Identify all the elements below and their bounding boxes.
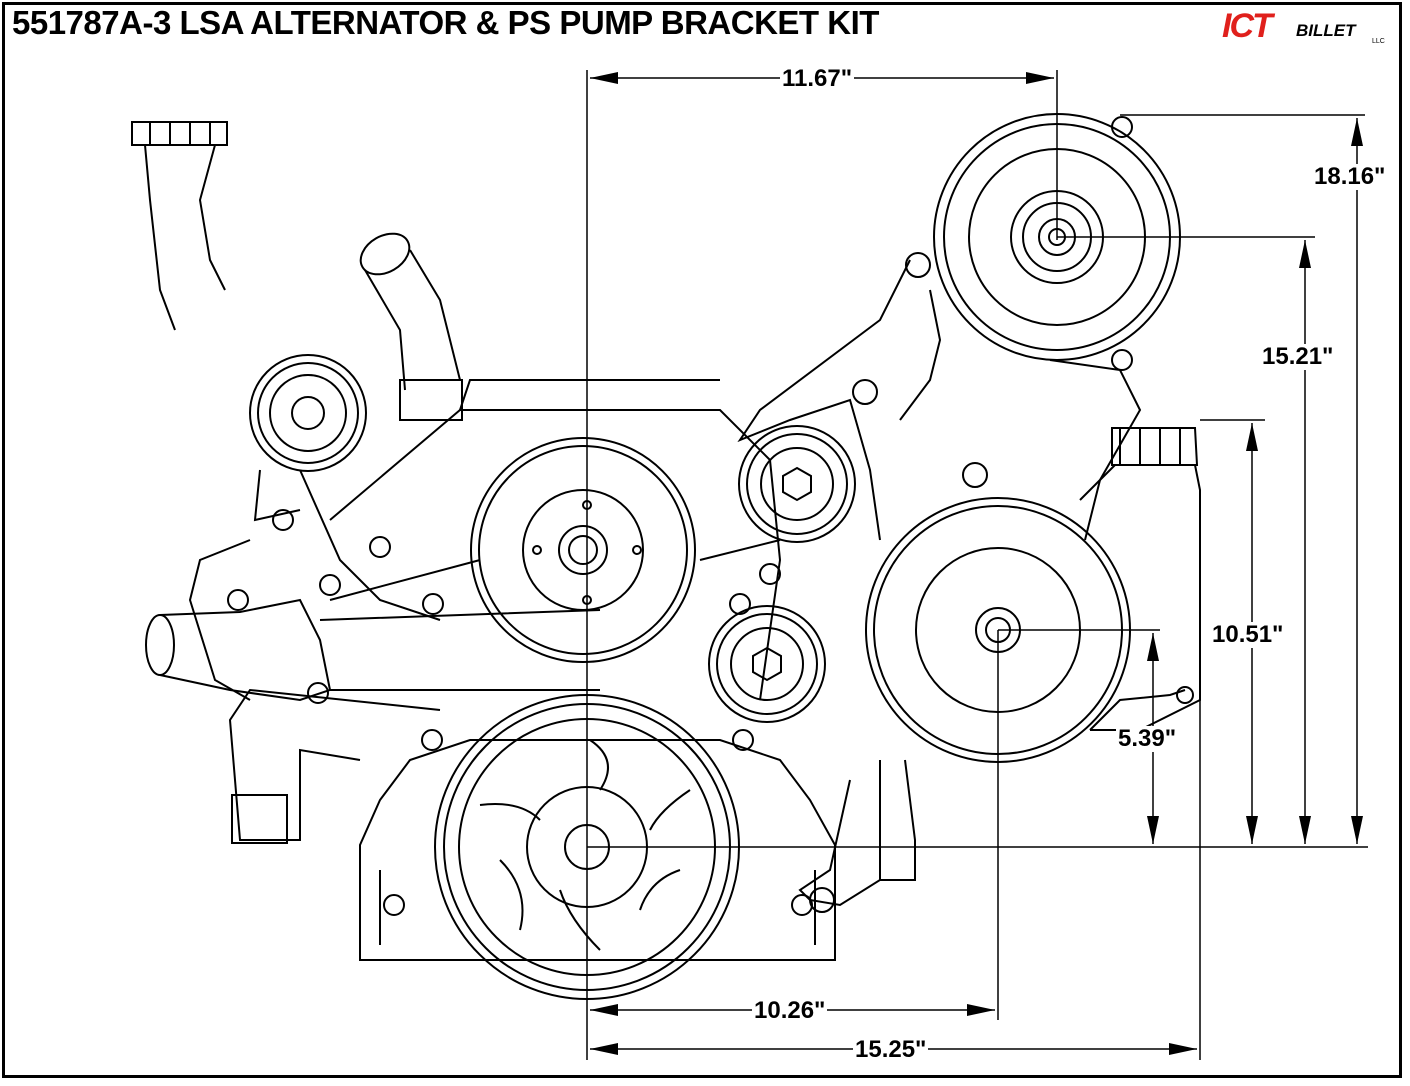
dimension-ps-width: 10.26" bbox=[752, 997, 828, 1024]
ict-billet-logo: ICT BILLET LLC bbox=[1222, 8, 1398, 48]
upper-coolant-pipe bbox=[359, 232, 463, 421]
dimension-alt-center-height: 15.21" bbox=[1260, 343, 1336, 370]
dimension-overall-width: 15.25" bbox=[853, 1036, 929, 1063]
tensioner-pulley bbox=[249, 354, 367, 522]
oil-fill-tube bbox=[131, 121, 228, 331]
block-bolts bbox=[227, 509, 813, 916]
dimension-ps-height: 10.51" bbox=[1210, 621, 1286, 648]
dimension-top-width: 11.67" bbox=[780, 65, 855, 92]
upper-idler-pulley bbox=[738, 425, 856, 543]
logo-suffix: LLC bbox=[1372, 38, 1385, 45]
lower-idler-pulley bbox=[708, 605, 826, 723]
engine-block bbox=[188, 379, 836, 961]
dimension-ps-center-height: 5.39" bbox=[1116, 725, 1179, 752]
coolant-outlet bbox=[145, 598, 601, 702]
logo-sub: BILLET bbox=[1296, 21, 1356, 40]
ps-reservoir bbox=[1084, 427, 1201, 731]
alternator bbox=[905, 113, 1181, 371]
water-pump-pulley bbox=[470, 437, 696, 663]
dimension-lines bbox=[586, 70, 1368, 1060]
dimension-alt-height: 18.16" bbox=[1312, 163, 1388, 190]
dimension-arrowheads bbox=[590, 72, 1363, 1055]
page-title: 551787A-3 LSA ALTERNATOR & PS PUMP BRACK… bbox=[12, 4, 879, 41]
logo-brand: ICT bbox=[1222, 7, 1273, 45]
